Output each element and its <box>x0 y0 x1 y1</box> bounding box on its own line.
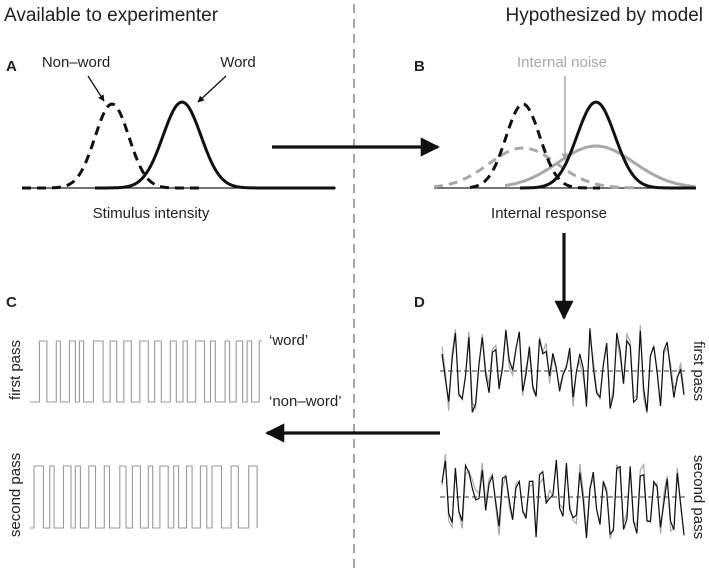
panel-a-nonword-curve <box>22 102 200 190</box>
panel-b-word-curve <box>520 100 696 190</box>
panel-a-word-curve <box>95 100 335 190</box>
panel-c-first-pass-label: first pass <box>7 340 24 400</box>
panel-c-second-pass-trace <box>30 465 258 529</box>
word-pointer-arrow <box>197 75 227 103</box>
panel-c-second-pass-label: second pass <box>7 453 24 537</box>
panel-d-letter: D <box>414 294 425 311</box>
nonword-pointer-arrow <box>87 75 105 102</box>
panel-d-second-pass-label: second pass <box>690 455 707 539</box>
left-header: Available to experimenter <box>4 5 219 26</box>
panel-b-axis-label: Internal response <box>491 205 607 222</box>
right-header: Hypothesized by model <box>506 5 704 26</box>
nonword-label: Non–word <box>42 54 110 71</box>
internal-noise-label: Internal noise <box>517 54 607 71</box>
panel-a-letter: A <box>6 58 17 75</box>
panel-b-nonword-noise-curve <box>433 146 640 190</box>
word-label: Word <box>220 54 256 71</box>
panel-b-nonword-curve <box>469 102 600 190</box>
panel-b-letter: B <box>414 58 425 75</box>
panel-d-first-pass-label: first pass <box>690 341 707 401</box>
panel-a-axis-label: Stimulus intensity <box>93 205 210 222</box>
word-response-label: ‘word’ <box>269 332 308 349</box>
panel-c-first-pass-trace <box>30 340 262 403</box>
panel-d-second-noisy-trace <box>441 453 685 539</box>
panel-d-second-trace <box>441 460 685 539</box>
panel-d-first-trace <box>441 328 685 413</box>
panel-c-letter: C <box>6 294 17 311</box>
nonword-response-label: ‘non–word’ <box>269 393 342 410</box>
panel-d-first-noisy-trace <box>441 324 685 414</box>
panel-b-word-noise-curve <box>504 144 696 189</box>
